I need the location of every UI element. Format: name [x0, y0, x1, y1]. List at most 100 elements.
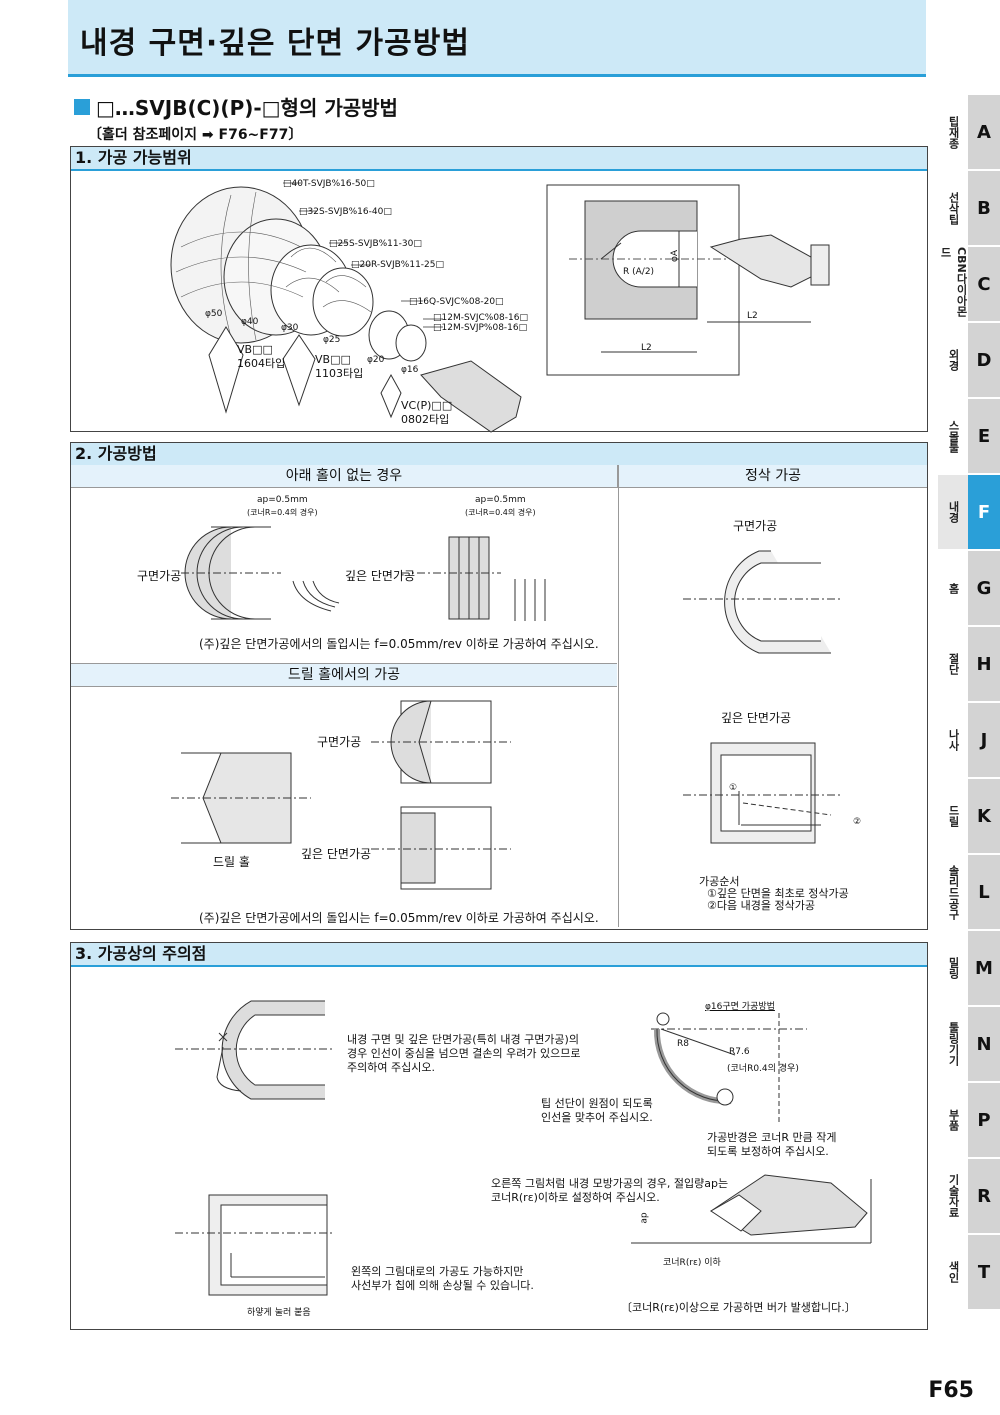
ap-label: ap=0.5mm: [257, 495, 308, 505]
diameter-label: φ16: [401, 365, 419, 375]
diameter-label: φ25: [323, 335, 341, 345]
ap-label: ap=0.5mm: [475, 495, 526, 505]
panel-drill-title: 드릴 홀에서의 가공: [71, 663, 617, 687]
side-tab-letter: G: [968, 551, 1000, 625]
l2-dim-bore: L2: [641, 343, 652, 353]
side-tab-word: 색인: [947, 1261, 960, 1283]
holder-label: □32S-SVJB%16-40□: [299, 207, 392, 217]
r8-label: R8: [677, 1039, 689, 1049]
phi16-title: φ16구면 가공방법: [705, 1002, 775, 1012]
side-tab-word: 외경: [947, 349, 960, 371]
side-tab-word: CBN다이아몬드: [939, 247, 968, 317]
drill-hole-label: 드릴 홀: [213, 855, 250, 869]
deep-face-label: 깊은 단면가공: [345, 569, 416, 583]
burr-note: 〔코너R(rε)이상으로 가공하면 버가 발생합니다.〕: [621, 1301, 856, 1314]
side-tab-word: 툴링기기: [947, 1022, 960, 1066]
side-tab-m[interactable]: 밀링 M: [938, 931, 1000, 1007]
method-diagrams: [171, 526, 841, 890]
side-tab-word: 나사: [947, 729, 960, 751]
circle-2: ②: [853, 817, 862, 827]
holder-label: □20R-SVJB%11-25□: [351, 260, 444, 270]
holder-label: □40T-SVJB%16-50□: [283, 179, 375, 189]
ap-label: ap: [639, 1212, 650, 1224]
page-number: F65: [928, 1378, 974, 1403]
side-tab-word: 팁재종: [947, 115, 960, 149]
side-tab-letter: E: [968, 399, 1000, 473]
side-tab-letter: B: [968, 171, 1000, 245]
side-tab-word: 선삭팁: [947, 191, 960, 225]
diameter-label: φ50: [205, 309, 223, 319]
ap-setting-note: 오른쪽 그림처럼 내경 모방가공의 경우, 절입량ap는 코너R(rε)이하로 …: [491, 1177, 729, 1204]
side-tab-word: 기술자료: [947, 1174, 960, 1218]
radius-dim: R (A/2): [623, 267, 655, 277]
diameter-label: φ30: [281, 323, 299, 333]
center-warning-note: 내경 구면 및 깊은 단면가공(특히 내경 구면가공)의 경우 인선이 중심을 …: [347, 1033, 581, 1074]
section-1: 1. 가공 가능범위: [70, 146, 928, 433]
side-tab-word: 절단: [947, 653, 960, 675]
side-tab-word: 밀링: [947, 957, 960, 979]
order-step-1: ①깊은 단면을 최초로 정삭가공: [707, 887, 849, 900]
side-tab-t[interactable]: 색인 T: [938, 1235, 1000, 1311]
diameter-label: φ40: [241, 317, 259, 327]
order-title: 가공순서: [699, 875, 740, 888]
page-title: 내경 구면·깊은 단면 가공방법: [80, 26, 470, 61]
section-3-title: 3. 가공상의 주의점: [71, 943, 927, 967]
finish-deep-label: 깊은 단면가공: [721, 711, 792, 725]
side-tab-r[interactable]: 기술자료 R: [938, 1159, 1000, 1235]
side-tab-letter: M: [968, 931, 1000, 1005]
insert-label: VC(P)□□ 0802타입: [401, 399, 453, 426]
tip-origin-note: 팁 선단이 원점이 되도록 인선을 맞추어 주십시오.: [541, 1097, 653, 1124]
side-tab-letter: T: [968, 1235, 1000, 1309]
side-tab-e[interactable]: 스몰툴 E: [938, 399, 1000, 475]
title-bar: 내경 구면·깊은 단면 가공방법: [68, 0, 926, 77]
holder-label: □12M-SVJC%08-16□: [433, 313, 528, 323]
spherical-label: 구면가공: [137, 569, 182, 583]
panel-divider: [618, 465, 619, 927]
side-tab-word: 홈: [947, 582, 960, 594]
side-tab-letter: R: [968, 1159, 1000, 1233]
side-tab-letter: F: [968, 475, 1000, 549]
side-tab-p[interactable]: 부품 P: [938, 1083, 1000, 1159]
side-tab-letter: N: [968, 1007, 1000, 1081]
side-tab-n[interactable]: 툴링기기 N: [938, 1007, 1000, 1083]
side-tab-word: 부품: [947, 1109, 960, 1131]
l2-dim-holder: L2: [747, 311, 758, 321]
corner-below-label: 코너R(rε) 이하: [663, 1258, 721, 1268]
side-tab-word: 스몰툴: [947, 419, 960, 453]
subheading: □…SVJB(C)(P)-□형의 가공방법: [74, 92, 398, 121]
drill-spherical-label: 구면가공: [317, 735, 362, 749]
phiA-dim: φA: [670, 249, 681, 263]
drill-deep-face-label: 깊은 단면가공: [301, 847, 372, 861]
fill-label: 하얗게 눌러 붙음: [247, 1308, 311, 1318]
section-1-title: 1. 가공 가능범위: [71, 147, 927, 171]
side-tab-letter: C: [968, 247, 1000, 321]
side-tab-word: 솔리드공구: [947, 864, 960, 920]
side-tab-letter: L: [968, 855, 1000, 929]
holder-reference[interactable]: 〔홀더 참조페이지 ➡ F76~F77〕: [88, 127, 303, 143]
section-2: 2. 가공방법 아래 홀이 없는 경우 정삭 가공 드릴 홀에서의 가공: [70, 442, 928, 930]
side-tab-word: 내경: [938, 475, 968, 549]
corner-note: (코너R=0.4의 경우): [247, 508, 318, 517]
side-tab-letter: P: [968, 1083, 1000, 1157]
r76-label: R7.6: [729, 1047, 750, 1057]
holder-label: □16Q-SVJC%08-20□: [409, 297, 504, 307]
side-tab-letter: D: [968, 323, 1000, 397]
side-tab-l[interactable]: 솔리드공구 L: [938, 855, 1000, 931]
holder-label: □12M-SVJP%08-16□: [433, 323, 528, 333]
panel-finish-title: 정삭 가공: [619, 465, 927, 488]
insert-label: VB□□ 1103타입: [315, 353, 364, 380]
side-tab-b[interactable]: 선삭팁 B: [938, 171, 1000, 247]
r76-note: (코너R0.4의 경우): [727, 1064, 799, 1074]
feed-note: (주)깊은 단면가공에서의 돌입시는 f=0.05mm/rev 이하로 가공하여…: [199, 911, 599, 925]
subheading-text: □…SVJB(C)(P)-□형의 가공방법: [96, 96, 398, 120]
insert-label: VB□□ 1604타입: [237, 343, 286, 370]
side-tab-d[interactable]: 외경 D: [938, 323, 1000, 399]
